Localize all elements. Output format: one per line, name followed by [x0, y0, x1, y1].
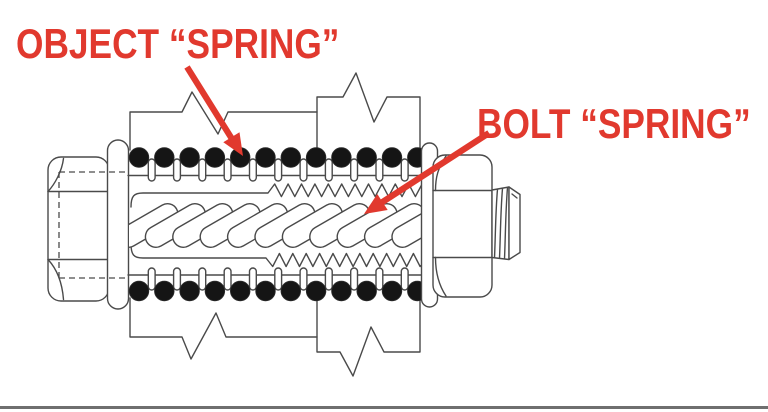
bolt-threaded-end [491, 186, 521, 261]
object-spring-top-coils [128, 147, 428, 182]
object-spring-label: OBJECT “SPRING” [16, 20, 340, 67]
object-spring-bottom-coils [128, 267, 428, 302]
object-spring-arrow [184, 65, 243, 156]
washer-left [106, 139, 130, 310]
clamped-plates [129, 72, 421, 377]
nut [432, 154, 493, 298]
bolt-spring-arrow [364, 130, 491, 214]
bolt-head-hidden-lines [58, 171, 129, 279]
bottom-rule [0, 406, 768, 409]
bolt-head [47, 156, 110, 302]
bolt-spring-coil [129, 203, 428, 248]
bolt-spring-label: BOLT “SPRING” [477, 100, 751, 147]
